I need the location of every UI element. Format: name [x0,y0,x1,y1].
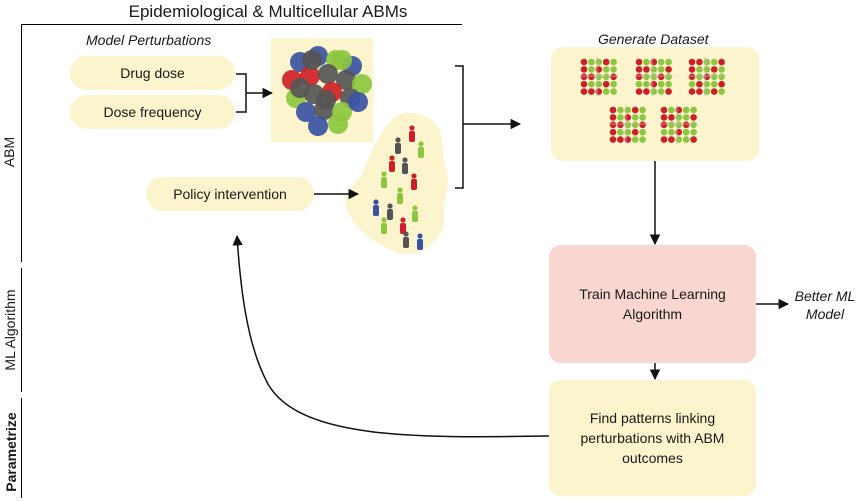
dataset-grid [634,57,673,96]
train-ml-line1: Train Machine Learning [579,286,726,302]
find-patterns-line3: outcomes [622,450,683,466]
person-icon [412,205,418,222]
person-icon [381,217,387,234]
person-icon [400,217,406,234]
find-patterns-box: Find patterns linking perturbations with… [549,380,756,496]
feedback-arrow [232,234,550,438]
train-ml-line2: Algorithm [622,306,683,322]
person-icon [395,137,401,154]
dataset-title: Generate Dataset [598,31,709,47]
header-divider [22,24,462,25]
train-ml-box: Train Machine Learning Algorithm [549,245,756,363]
dose-frequency-pill: Dose frequency [70,95,235,129]
cell [336,70,356,90]
person-icon [409,125,415,142]
cell [328,114,348,134]
cell [308,116,328,136]
dataset-grids-illustration [579,57,726,144]
dataset-grid [608,105,647,144]
cell-cluster-illustration [282,46,372,136]
cell [332,50,352,70]
person-icon [411,173,417,190]
person-icon [389,155,395,172]
person-icon [387,203,393,220]
cell [296,102,316,122]
person-icon [381,171,387,188]
section-rule-ml [21,268,22,392]
cell [348,92,368,112]
person-icon [418,141,424,158]
perturbations-title: Model Perturbations [86,32,212,48]
person-icon [403,231,409,248]
person-icon [373,199,379,216]
diagram-title: Epidemiological & Multicellular ABMs [128,2,408,21]
dataset-grid [579,57,618,96]
better-ml-line2: Model [805,306,845,322]
abm-output-bracket [455,65,464,189]
find-patterns-line2: perturbations with ABM [580,430,725,446]
perturbation-bracket [236,73,247,113]
better-ml-model-label: Better ML Model [790,287,860,323]
find-patterns-line1: Find patterns linking [589,410,716,426]
better-ml-line1: Better ML [794,288,856,304]
drug-dose-pill: Drug dose [70,56,235,90]
cell [352,74,372,94]
population-illustration [373,125,424,250]
cell [316,90,336,110]
dataset-grid [659,105,698,144]
cell [318,64,338,84]
person-icon [417,233,423,250]
policy-intervention-pill: Policy intervention [146,177,314,211]
person-icon [397,187,403,204]
cell [302,50,322,70]
person-icon [402,157,408,174]
dataset-box [551,47,759,161]
section-rule-abm [21,24,22,262]
cell [290,78,310,98]
section-rule-parametrize [21,398,22,498]
dataset-grid [687,57,726,96]
